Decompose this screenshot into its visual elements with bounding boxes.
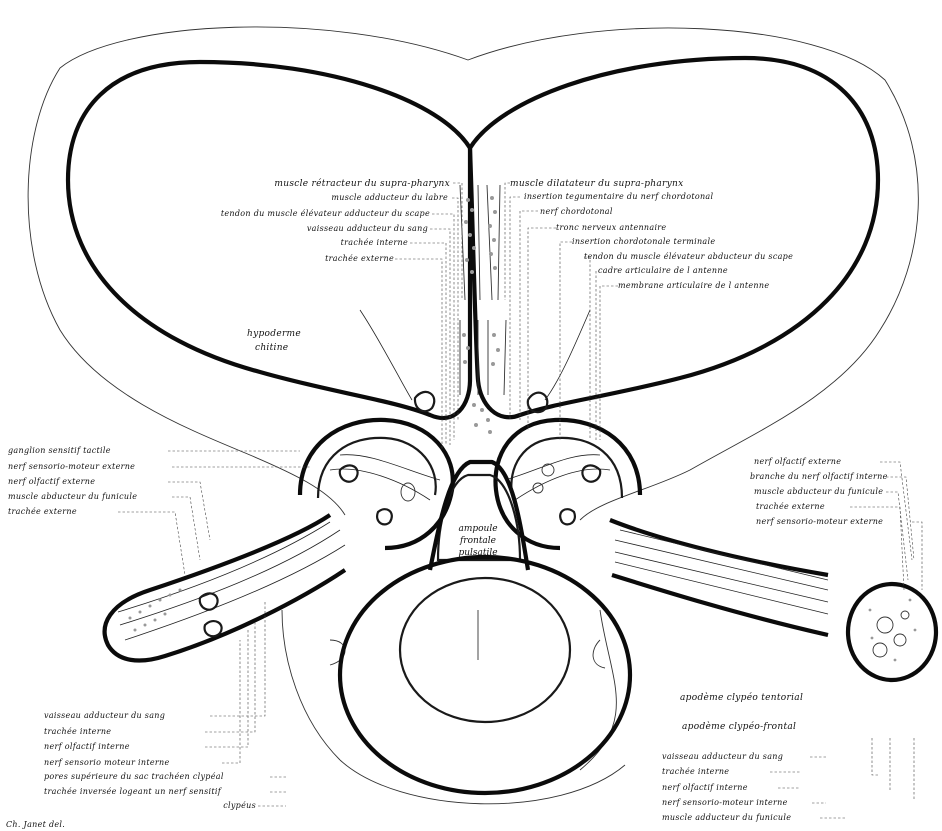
label-trachee-interne-br: trachée interne xyxy=(662,767,729,776)
label-nerf-sensorio-externe-l: nerf sensorio-moteur externe xyxy=(8,462,135,471)
labels-right-mid: nerf olfactif externe branche du nerf ol… xyxy=(750,457,888,526)
labels-hypoderme: hypoderme chitine xyxy=(247,329,301,353)
label-nerf-chordotonal: nerf chordotonal xyxy=(540,207,613,216)
supra-pharyngeal-brain xyxy=(68,58,878,418)
label-trachee-inversee: trachée inversée logeant un nerf sensiti… xyxy=(44,787,223,796)
label-vaisseau-adducteur-bl: vaisseau adducteur du sang xyxy=(44,711,165,720)
right-antenna xyxy=(610,520,828,635)
labels-top-right: muscle dilatateur du supra-pharynx inser… xyxy=(510,179,793,290)
label-nerf-olfactif-externe-l: nerf olfactif externe xyxy=(8,477,95,486)
label-muscle-retracteur: muscle rétracteur du supra-pharynx xyxy=(274,178,450,189)
label-muscle-abducteur-l: muscle abducteur du funicule xyxy=(8,492,137,501)
label-trachee-interne: trachée interne xyxy=(341,238,408,247)
label-trachee-externe-r: trachée externe xyxy=(756,502,825,511)
label-nerf-sensorio-interne-br: nerf sensorio-moteur interne xyxy=(662,798,788,807)
label-nerf-sensorio-interne-bl: nerf sensorio moteur interne xyxy=(44,758,170,767)
label-apodeme-clypeo-frontal: apodème clypéo-frontal xyxy=(682,721,796,732)
label-muscle-abducteur-r: muscle abducteur du funicule xyxy=(754,487,883,496)
label-branche-nerf-olfactif: branche du nerf olfactif interne xyxy=(750,472,888,481)
label-tendon-elevateur-adducteur: tendon du muscle élévateur adducteur du … xyxy=(221,209,430,218)
label-muscle-adducteur-funicule: muscle adducteur du funicule xyxy=(662,813,791,822)
ampoule-label-1: ampoule xyxy=(458,524,497,534)
label-trachee-interne-bl: trachée interne xyxy=(44,727,111,736)
label-chitine: chitine xyxy=(255,343,288,353)
label-tronc-nerveux: tronc nerveux antennaire xyxy=(556,223,666,232)
labels-bottom-left: vaisseau adducteur du sang trachée inter… xyxy=(44,711,256,810)
ampoule-label-2: frontale xyxy=(459,536,496,546)
label-clypeus: clypéus xyxy=(223,801,256,810)
label-nerf-olfactif-interne-br: nerf olfactif interne xyxy=(662,783,748,792)
label-trachee-externe-l: trachée externe xyxy=(8,507,77,516)
leader-lines xyxy=(118,183,922,818)
labels-bottom-right: apodème clypéo tentorial apodème clypéo-… xyxy=(662,692,803,822)
label-nerf-olfactif-interne-bl: nerf olfactif interne xyxy=(44,742,130,751)
label-apodeme-clypeo-tentorial: apodème clypéo tentorial xyxy=(680,692,803,703)
label-muscle-adducteur-labre: muscle adducteur du labre xyxy=(331,193,448,202)
label-muscle-dilatateur: muscle dilatateur du supra-pharynx xyxy=(510,179,684,189)
label-insertion-tegumentaire: insertion tegumentaire du nerf chordoton… xyxy=(524,192,713,201)
left-antennal-socket xyxy=(300,420,453,548)
label-nerf-sensorio-externe-r: nerf sensorio-moteur externe xyxy=(756,517,883,526)
label-cadre-articulaire: cadre articulaire de l antenne xyxy=(598,266,728,275)
label-tendon-elevateur-abducteur: tendon du muscle élévateur abducteur du … xyxy=(584,252,793,261)
label-nerf-olfactif-externe-r: nerf olfactif externe xyxy=(754,457,841,466)
pharynx-ring xyxy=(340,557,630,804)
artist-signature: Ch. Janet del. xyxy=(6,820,65,829)
label-hypoderme: hypoderme xyxy=(247,329,301,339)
funicule-section xyxy=(848,584,936,680)
label-insertion-chordotonale: insertion chordotonale terminale xyxy=(572,237,715,246)
labels-left-mid: ganglion sensitif tactile nerf sensorio-… xyxy=(8,446,137,516)
labels-top-left: muscle rétracteur du supra-pharynx muscl… xyxy=(221,178,450,263)
label-pores-superieure: pores supérieure du sac trachéen clypéal xyxy=(44,772,224,781)
label-membrane-articulaire: membrane articulaire de l antenne xyxy=(618,281,769,290)
label-trachee-externe: trachée externe xyxy=(325,254,394,263)
label-vaisseau-adducteur: vaisseau adducteur du sang xyxy=(307,224,428,233)
label-vaisseau-adducteur-br: vaisseau adducteur du sang xyxy=(662,752,783,761)
left-antenna xyxy=(105,515,345,661)
label-ganglion-sensitif: ganglion sensitif tactile xyxy=(8,446,111,455)
